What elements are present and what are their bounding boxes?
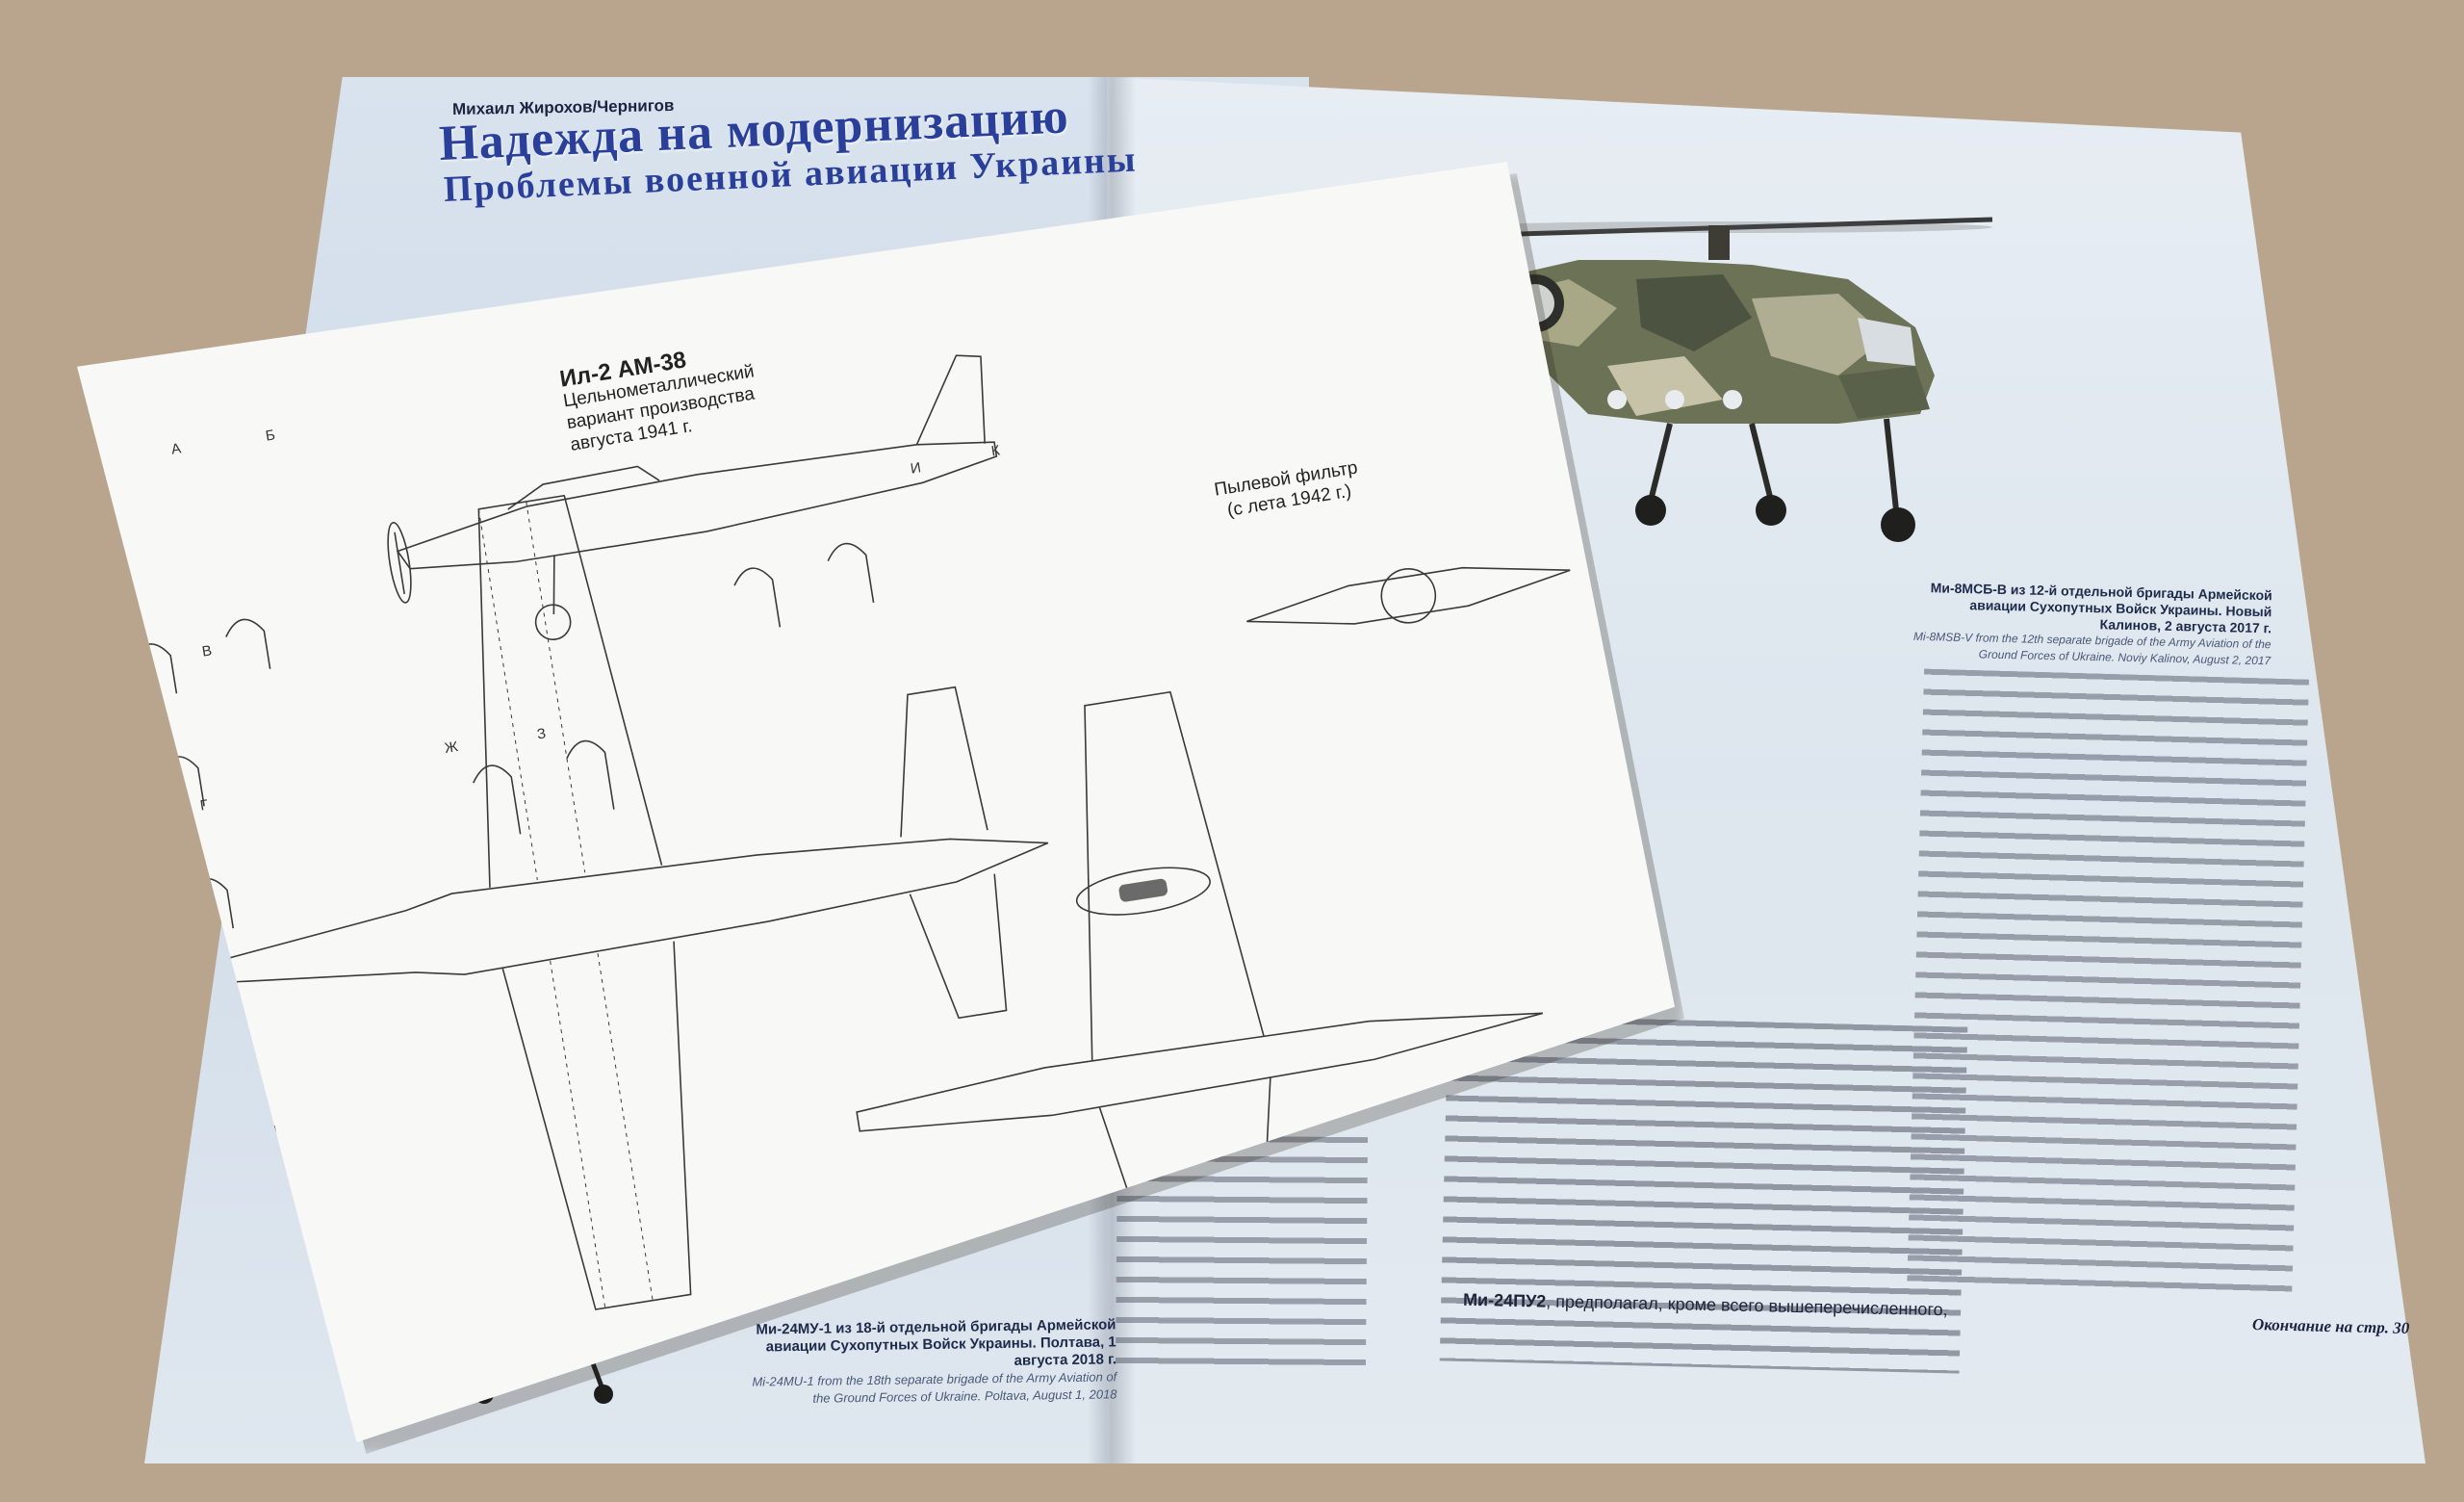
mi24-caption-en: Mi-24MU-1 from the 18th separate brigade… — [752, 1369, 1117, 1406]
mi24-caption-ru: Ми-24МУ-1 из 18-й отдельной бригады Арме… — [756, 1316, 1117, 1369]
helicopter-caption: Ми-8МСБ-В из 12-й отдельной бригады Арме… — [1905, 580, 2272, 670]
article-body-column — [1907, 668, 2309, 1306]
view-letter: Ж — [443, 738, 460, 757]
helicopter-caption-ru: Ми-8МСБ-В из 12-й отдельной бригады Арме… — [1930, 580, 2272, 636]
mi24-caption: Ми-24МУ-1 из 18-й отдельной бригады Арме… — [750, 1316, 1116, 1408]
lead-bold-term: Ми-24ПУ2 — [1462, 1289, 1547, 1311]
continued-on-page: Окончание на стр. 30 — [2251, 1315, 2410, 1337]
